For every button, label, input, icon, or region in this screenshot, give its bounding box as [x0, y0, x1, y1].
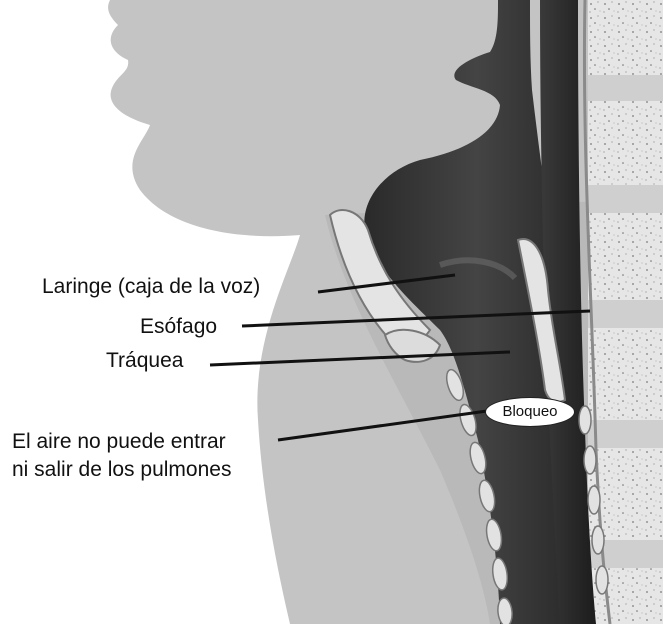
label-larynx: Laringe (caja de la voz): [42, 274, 260, 300]
label-esophagus: Esófago: [140, 314, 217, 340]
label-air-line-2: ni salir de los pulmones: [12, 456, 231, 484]
blockage-badge: Bloqueo: [485, 397, 575, 427]
label-trachea: Tráquea: [106, 348, 183, 374]
label-air-blocked: El aire no puede entrar ni salir de los …: [12, 428, 231, 484]
label-air-line-1: El aire no puede entrar: [12, 428, 231, 456]
